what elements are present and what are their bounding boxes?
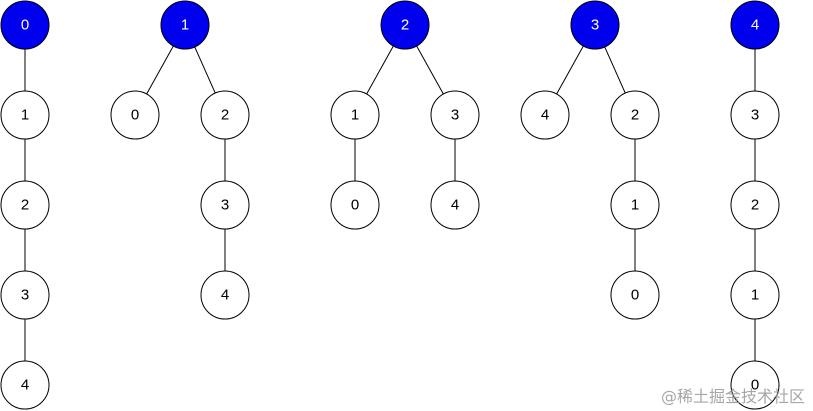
node-circle (200, 90, 250, 140)
node-circle (160, 0, 210, 50)
node-label: 1 (631, 197, 639, 214)
node-label: 2 (221, 107, 229, 124)
tree-3-node-2: 2 (610, 90, 660, 140)
node-label: 4 (21, 377, 29, 394)
node-circle (730, 180, 780, 230)
tree-4-node-3: 3 (730, 90, 780, 140)
node-circle (0, 180, 50, 230)
node-label: 3 (751, 107, 759, 124)
tree-2-node-3: 3 (430, 90, 480, 140)
tree-0-node-1: 1 (0, 90, 50, 140)
tree-1-node-2: 2 (200, 90, 250, 140)
node-label: 1 (751, 287, 759, 304)
tree-0-node-4: 4 (0, 360, 50, 410)
node-label: 3 (451, 107, 459, 124)
node-label: 3 (221, 197, 229, 214)
tree-0-node-2: 2 (0, 180, 50, 230)
node-circle (520, 90, 570, 140)
node-label: 4 (451, 197, 459, 214)
node-circle (730, 90, 780, 140)
node-circle (730, 0, 780, 50)
node-label: 3 (21, 287, 29, 304)
node-label: 2 (631, 107, 639, 124)
node-label: 3 (591, 17, 599, 34)
node-circle (730, 360, 780, 410)
node-circle (610, 180, 660, 230)
node-circle (0, 360, 50, 410)
node-circle (0, 90, 50, 140)
node-circle (200, 180, 250, 230)
node-circle (610, 270, 660, 320)
node-label: 2 (21, 197, 29, 214)
node-label: 2 (401, 17, 409, 34)
node-circle (430, 90, 480, 140)
tree-3-edge-3-2 (604, 46, 626, 94)
tree-1-node-4: 4 (200, 270, 250, 320)
node-circle (330, 180, 380, 230)
node-circle (570, 0, 620, 50)
tree-1-node-3: 3 (200, 180, 250, 230)
tree-1-root-node: 1 (160, 0, 210, 50)
node-circle (430, 180, 480, 230)
node-circle (0, 0, 50, 50)
nodes-layer: 0 1 2 3 4 1 0 2 3 4 2 1 3 0 4 3 4 2 1 0 4 3 2 1 0 (0, 0, 780, 410)
node-label: 4 (221, 287, 229, 304)
node-circle (0, 270, 50, 320)
node-circle (730, 270, 780, 320)
tree-2-node-1: 1 (330, 90, 380, 140)
node-label: 0 (631, 287, 639, 304)
watermark-text: @稀土掘金技术社区 (660, 387, 805, 406)
tree-2-root-node: 2 (380, 0, 430, 50)
tree-2-edge-2-3 (416, 45, 444, 95)
node-label: 1 (21, 107, 29, 124)
tree-3-node-0: 0 (610, 270, 660, 320)
tree-2-node-0: 0 (330, 180, 380, 230)
node-label: 0 (131, 107, 139, 124)
node-label: 1 (181, 17, 189, 34)
tree-2-edge-2-1 (366, 45, 394, 95)
tree-3-edge-3-4 (556, 45, 584, 95)
tree-3-root-node: 3 (570, 0, 620, 50)
tree-0-root-node: 0 (0, 0, 50, 50)
tree-1-node-0: 0 (110, 90, 160, 140)
node-label: 4 (541, 107, 549, 124)
tree-4-node-0: 0 (730, 360, 780, 410)
node-label: 0 (351, 197, 359, 214)
tree-2-node-4: 4 (430, 180, 480, 230)
node-label: 1 (351, 107, 359, 124)
node-label: 0 (751, 377, 759, 394)
node-circle (380, 0, 430, 50)
node-label: 0 (21, 17, 29, 34)
tree-1-edge-1-0 (146, 45, 174, 95)
node-label: 4 (751, 17, 759, 34)
tree-4-root-node: 4 (730, 0, 780, 50)
node-circle (610, 90, 660, 140)
edges-layer (24, 45, 756, 361)
tree-0-node-3: 3 (0, 270, 50, 320)
tree-3-node-1: 1 (610, 180, 660, 230)
node-circle (330, 90, 380, 140)
node-label: 2 (751, 197, 759, 214)
node-circle (110, 90, 160, 140)
tree-1-edge-1-2 (194, 46, 216, 94)
tree-4-node-1: 1 (730, 270, 780, 320)
tree-4-node-2: 2 (730, 180, 780, 230)
node-circle (200, 270, 250, 320)
tree-3-node-4: 4 (520, 90, 570, 140)
